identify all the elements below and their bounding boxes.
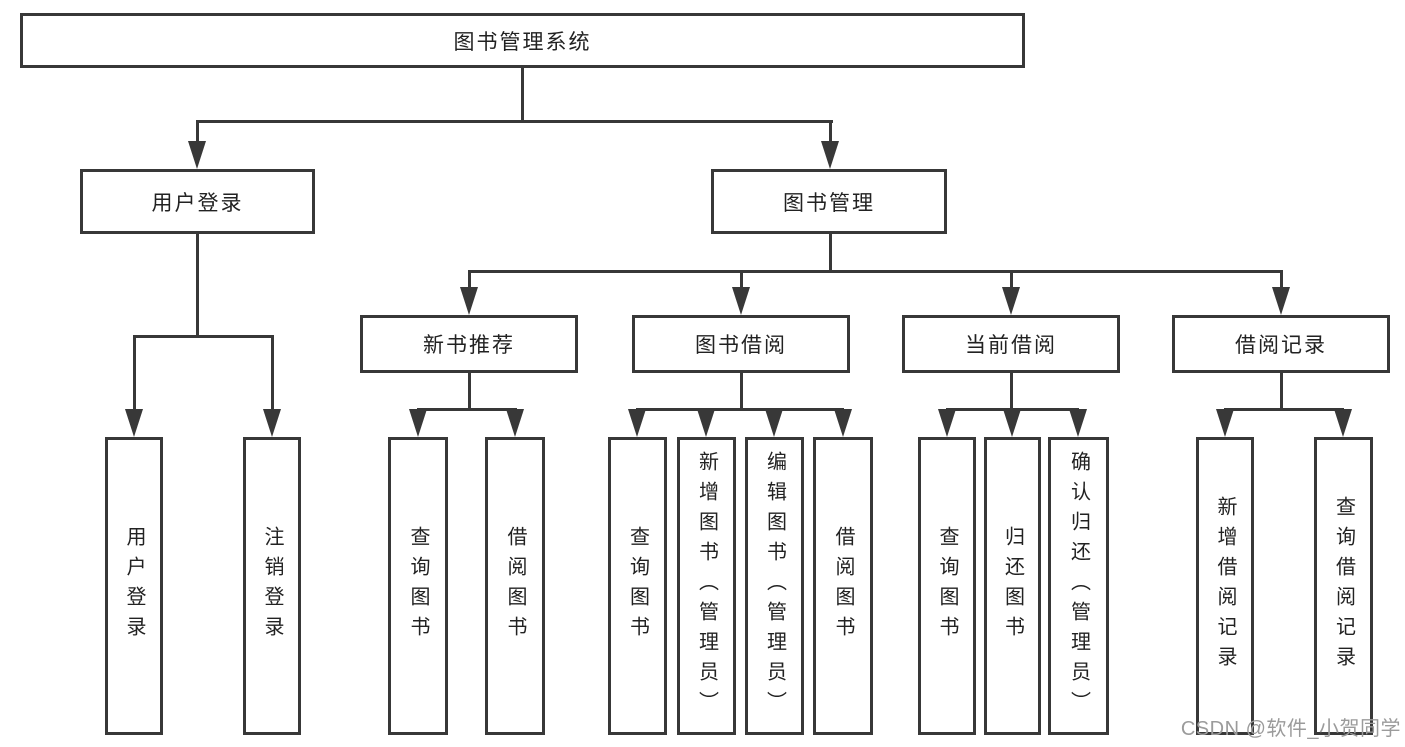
arrow-down-icon — [506, 409, 524, 437]
node-book-borrow-label: 图书借阅 — [695, 334, 787, 357]
connector-userlogin-drop-left — [133, 335, 136, 411]
arrow-down-icon — [765, 409, 783, 437]
node-root-label: 图书管理系统 — [453, 30, 592, 54]
leaf-query-borrow-record-label: 查询借阅记录 — [1332, 496, 1355, 676]
connector-records-bar — [1224, 408, 1344, 411]
connector-bookmgmt-drop-1 — [468, 270, 471, 289]
arrow-down-icon — [697, 409, 715, 437]
leaf-return-books-label: 归还图书 — [1001, 526, 1024, 646]
leaf-user-login: 用户登录 — [105, 437, 163, 735]
arrow-down-icon — [821, 141, 839, 169]
leaf-query-books-2-label: 查询图书 — [626, 526, 649, 646]
leaf-query-books-1-label: 查询图书 — [407, 526, 429, 646]
leaf-logout: 注销登录 — [243, 437, 301, 735]
csdn-watermark: CSDN @软件_小贺同学 — [1180, 718, 1401, 740]
connector-newbook-stub — [468, 373, 471, 408]
arrow-down-icon — [1002, 287, 1020, 315]
connector-records-stub — [1280, 373, 1283, 408]
node-book-borrow: 图书借阅 — [632, 315, 850, 373]
node-book-management-label: 图书管理 — [783, 191, 875, 215]
connector-borrow-bar — [636, 408, 844, 411]
connector-root-stub — [521, 68, 524, 120]
connector-bookmgmt-stub — [829, 234, 832, 270]
leaf-borrow-books-1: 借阅图书 — [485, 437, 545, 735]
arrow-down-icon — [732, 287, 750, 315]
arrow-down-icon — [409, 409, 427, 437]
leaf-query-books-2: 查询图书 — [608, 437, 667, 735]
node-root: 图书管理系统 — [20, 13, 1025, 68]
connector-root-drop-right — [829, 120, 832, 144]
connector-newbook-bar — [417, 408, 517, 411]
arrow-down-icon — [460, 287, 478, 315]
arrow-down-icon — [628, 409, 646, 437]
leaf-borrow-books-2: 借阅图书 — [813, 437, 873, 735]
leaf-add-borrow-record-label: 新增借阅记录 — [1214, 496, 1236, 676]
leaf-confirm-return-admin: 确认归还（管理员） — [1048, 437, 1109, 735]
node-book-management: 图书管理 — [711, 169, 947, 234]
connector-bookmgmt-drop-2 — [740, 270, 743, 289]
leaf-add-books-admin-label: 新增图书（管理员） — [695, 451, 718, 721]
connector-userlogin-stub — [196, 234, 199, 335]
node-user-login-label: 用户登录 — [151, 191, 244, 215]
leaf-query-books-3: 查询图书 — [918, 437, 976, 735]
connector-bookmgmt-drop-3 — [1010, 270, 1013, 289]
leaf-query-books-3-label: 查询图书 — [936, 526, 958, 646]
connector-current-stub — [1010, 373, 1013, 408]
arrow-down-icon — [1069, 409, 1087, 437]
arrow-down-icon — [938, 409, 956, 437]
leaf-query-books-1: 查询图书 — [388, 437, 448, 735]
leaf-edit-books-admin: 编辑图书（管理员） — [745, 437, 804, 735]
connector-root-bar — [196, 120, 833, 123]
arrow-down-icon — [188, 141, 206, 169]
node-current-borrow-label: 当前借阅 — [965, 334, 1057, 357]
node-user-login: 用户登录 — [80, 169, 315, 234]
arrow-down-icon — [125, 409, 143, 437]
leaf-user-login-label: 用户登录 — [123, 526, 145, 646]
node-borrow-records-label: 借阅记录 — [1235, 334, 1327, 357]
leaf-return-books: 归还图书 — [984, 437, 1041, 735]
arrow-down-icon — [1272, 287, 1290, 315]
connector-bookmgmt-bar — [468, 270, 1282, 273]
leaf-confirm-return-admin-label: 确认归还（管理员） — [1067, 451, 1090, 721]
connector-bookmgmt-drop-4 — [1280, 270, 1283, 289]
leaf-borrow-books-1-label: 借阅图书 — [504, 526, 526, 646]
leaf-logout-label: 注销登录 — [261, 526, 283, 646]
arrow-down-icon — [834, 409, 852, 437]
leaf-add-borrow-record: 新增借阅记录 — [1196, 437, 1254, 735]
leaf-edit-books-admin-label: 编辑图书（管理员） — [763, 451, 786, 721]
leaf-borrow-books-2-label: 借阅图书 — [832, 526, 854, 646]
arrow-down-icon — [263, 409, 281, 437]
connector-userlogin-drop-right — [271, 335, 274, 411]
connector-root-drop-left — [196, 120, 199, 144]
connector-userlogin-bar — [133, 335, 274, 338]
node-borrow-records: 借阅记录 — [1172, 315, 1390, 373]
node-new-book-recommend-label: 新书推荐 — [423, 334, 515, 357]
node-current-borrow: 当前借阅 — [902, 315, 1120, 373]
arrow-down-icon — [1334, 409, 1352, 437]
leaf-add-books-admin: 新增图书（管理员） — [677, 437, 736, 735]
arrow-down-icon — [1003, 409, 1021, 437]
connector-borrow-stub — [740, 373, 743, 408]
node-new-book-recommend: 新书推荐 — [360, 315, 578, 373]
leaf-query-borrow-record: 查询借阅记录 — [1314, 437, 1373, 735]
arrow-down-icon — [1216, 409, 1234, 437]
